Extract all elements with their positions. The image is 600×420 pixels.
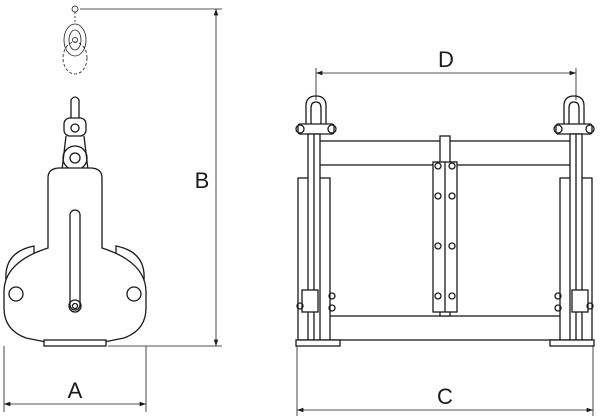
left-clamp-leg xyxy=(295,133,341,347)
side-view xyxy=(3,5,147,347)
front-view xyxy=(295,95,595,347)
left-lifting-eye xyxy=(295,95,337,135)
top-shackle xyxy=(62,5,88,75)
dimension-c: C xyxy=(296,346,594,416)
dimension-d-label: D xyxy=(438,47,454,72)
right-clamp-leg xyxy=(549,133,595,347)
dimension-c-label: C xyxy=(437,384,453,409)
right-lifting-eye xyxy=(553,95,595,135)
center-clamp xyxy=(432,135,458,317)
dimension-b-label: B xyxy=(195,168,210,193)
lower-crossbar xyxy=(313,315,579,341)
dimension-b: B xyxy=(80,8,222,347)
lifting-eye xyxy=(61,96,89,171)
dimension-a-label: A xyxy=(68,378,83,403)
clamp-body xyxy=(3,167,147,347)
dimension-d: D xyxy=(315,47,577,100)
dimension-a: A xyxy=(3,346,147,412)
